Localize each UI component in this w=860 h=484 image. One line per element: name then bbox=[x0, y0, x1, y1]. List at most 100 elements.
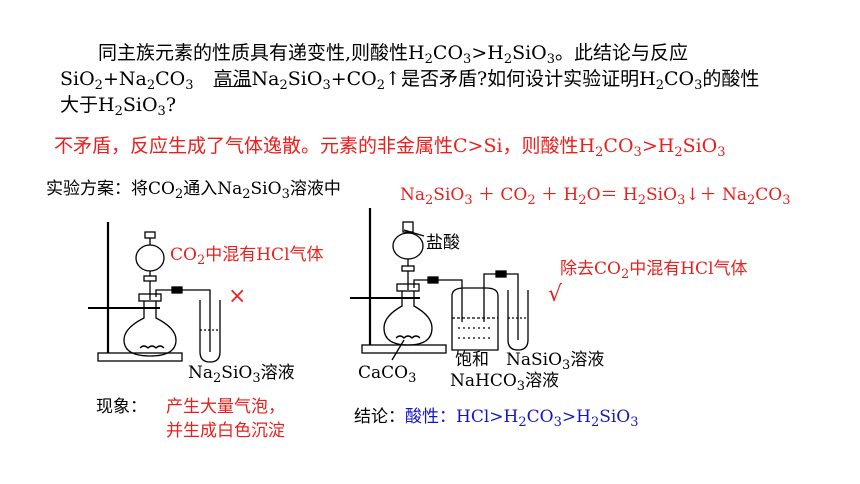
q3-s2: 3 bbox=[157, 104, 166, 119]
right-stand-base bbox=[361, 344, 447, 354]
conclusion-line: 结论：酸性：HCl>H2CO3>H2SiO3 bbox=[354, 406, 639, 434]
right-flask bbox=[383, 290, 433, 346]
cc-s1: 2 bbox=[518, 415, 527, 430]
plan-s3: 3 bbox=[281, 187, 290, 202]
left-flask bbox=[123, 300, 177, 357]
eq-g: ↓＋ Na bbox=[685, 185, 748, 205]
right-apparatus bbox=[350, 208, 529, 361]
phenomenon-line-2: 并生成白色沉淀 bbox=[166, 421, 285, 441]
rt-a: NaSiO bbox=[506, 350, 563, 370]
q2-s2: 2 bbox=[146, 78, 156, 93]
left-apparatus bbox=[88, 222, 221, 363]
ans-s3: 2 bbox=[674, 145, 683, 160]
plan-line: 实验方案：将CO2通入Na2SiO3溶液中 bbox=[46, 178, 341, 206]
cross-mark: × bbox=[228, 284, 247, 309]
q1-s3: 2 bbox=[503, 52, 513, 67]
q2-b: +Na bbox=[102, 68, 147, 90]
eq-s9: 3 bbox=[782, 193, 791, 208]
right-impurity-note: 除去CO2中混有HCl气体 bbox=[560, 258, 748, 286]
phenomenon-line-1: 产生大量气泡， bbox=[166, 397, 285, 417]
left-funnel-cap bbox=[144, 231, 156, 239]
q2-s3: 3 bbox=[185, 78, 194, 93]
cc-d: SiO bbox=[599, 407, 631, 427]
q2-s7: 2 bbox=[655, 78, 665, 93]
ans-d: SiO bbox=[682, 135, 718, 157]
q3-s1: 2 bbox=[114, 104, 123, 119]
q2-c: CO bbox=[155, 68, 186, 90]
right-tube-1 bbox=[413, 279, 463, 322]
cc-a: 酸性：HCl>H bbox=[405, 407, 519, 427]
rn-a: 除去CO bbox=[560, 259, 621, 279]
left-tube-joint bbox=[171, 286, 183, 294]
question-line-3: 大于H2SiO3? bbox=[60, 94, 176, 123]
right-funnel-bulb bbox=[392, 232, 424, 260]
eq-s5: 2 bbox=[637, 193, 647, 208]
q1-a: 同主族元素的性质具有递变性,则酸性H bbox=[98, 42, 425, 64]
q2-h: CO bbox=[664, 68, 695, 90]
lt-b: SiO bbox=[221, 363, 253, 383]
q2-a: SiO bbox=[60, 68, 95, 90]
q2-s8: 3 bbox=[694, 78, 703, 93]
left-delivery-tube bbox=[155, 289, 211, 352]
washing-label-line1: 饱和 bbox=[455, 350, 489, 370]
plan-s2: 2 bbox=[242, 187, 251, 202]
phenomenon-label: 现象： bbox=[96, 397, 147, 417]
right-funnel-stopcock bbox=[401, 265, 415, 272]
rn-b: 中混有HCl气体 bbox=[629, 259, 748, 279]
ln-s1: 2 bbox=[196, 253, 206, 268]
rn-s1: 2 bbox=[620, 267, 630, 282]
q2-i: 的酸性 bbox=[702, 68, 760, 90]
reaction-equation: Na2SiO3 ＋ CO2 ＋ H2O＝ H2SiO3↓＋ Na2CO3 bbox=[400, 184, 791, 212]
cc-s3: 2 bbox=[590, 415, 600, 430]
q2-s5: 3 bbox=[322, 78, 331, 93]
ans-a: 不矛盾，反应生成了气体逸散。元素的非金属性C>Si，则酸性H bbox=[54, 135, 596, 157]
eq-s1: 2 bbox=[425, 193, 434, 208]
right-funnel-cap bbox=[402, 221, 414, 233]
lt-s1: 2 bbox=[213, 371, 222, 386]
q2-e: SiO bbox=[287, 68, 323, 90]
right-joint-2 bbox=[495, 270, 507, 278]
right-joint-1 bbox=[427, 276, 439, 284]
q3-c: ? bbox=[165, 94, 176, 116]
q2-s6: 2 bbox=[376, 78, 386, 93]
washing-bottle bbox=[451, 287, 499, 351]
washing-liquid-lines bbox=[458, 327, 492, 339]
eq-h: CO bbox=[755, 185, 783, 205]
left-flask-solid bbox=[139, 345, 165, 349]
rc-a: CaCO bbox=[358, 363, 409, 383]
rw-s1: 3 bbox=[516, 379, 526, 394]
eq-s2: 3 bbox=[464, 193, 473, 208]
left-test-tube bbox=[199, 300, 221, 363]
lt-a: Na bbox=[188, 363, 214, 383]
plan-c: SiO bbox=[250, 179, 282, 199]
cc-s4: 3 bbox=[630, 415, 639, 430]
eq-s6: 3 bbox=[677, 193, 686, 208]
cc-s2: 3 bbox=[553, 415, 562, 430]
plan-s1: 2 bbox=[174, 187, 184, 202]
q1-b: CO bbox=[432, 42, 464, 64]
ln-a: CO bbox=[170, 245, 197, 265]
q2-d: Na bbox=[251, 68, 280, 90]
eq-e: O＝ H bbox=[586, 185, 638, 205]
caco3-pointer bbox=[391, 339, 405, 361]
cc-c: >H bbox=[561, 407, 591, 427]
q2-s1: 2 bbox=[94, 78, 103, 93]
eq-f: SiO bbox=[646, 185, 678, 205]
eq-d: ＋ H bbox=[535, 185, 579, 205]
left-impurity-note: CO2中混有HCl气体 bbox=[170, 244, 324, 272]
ans-b: CO bbox=[603, 135, 634, 157]
ln-b: 中混有HCl气体 bbox=[205, 245, 324, 265]
q1-s2: 3 bbox=[463, 52, 472, 67]
rw-a: NaHCO bbox=[450, 371, 517, 391]
q2-s4: 2 bbox=[279, 78, 288, 93]
q2-g: ↑是否矛盾?如何设计实验证明H bbox=[385, 68, 656, 90]
eq-s4: 2 bbox=[578, 193, 587, 208]
rt-s1: 3 bbox=[562, 358, 571, 373]
plan-a: 实验方案：将CO bbox=[46, 179, 175, 199]
eq-s3: 2 bbox=[527, 193, 536, 208]
ans-s4: 3 bbox=[717, 145, 726, 160]
ans-c: >H bbox=[641, 135, 675, 157]
eq-s7: 2 bbox=[747, 193, 756, 208]
question-line-1: 同主族元素的性质具有递变性,则酸性H2CO3>H2SiO3。此结论与反应 bbox=[98, 42, 688, 71]
